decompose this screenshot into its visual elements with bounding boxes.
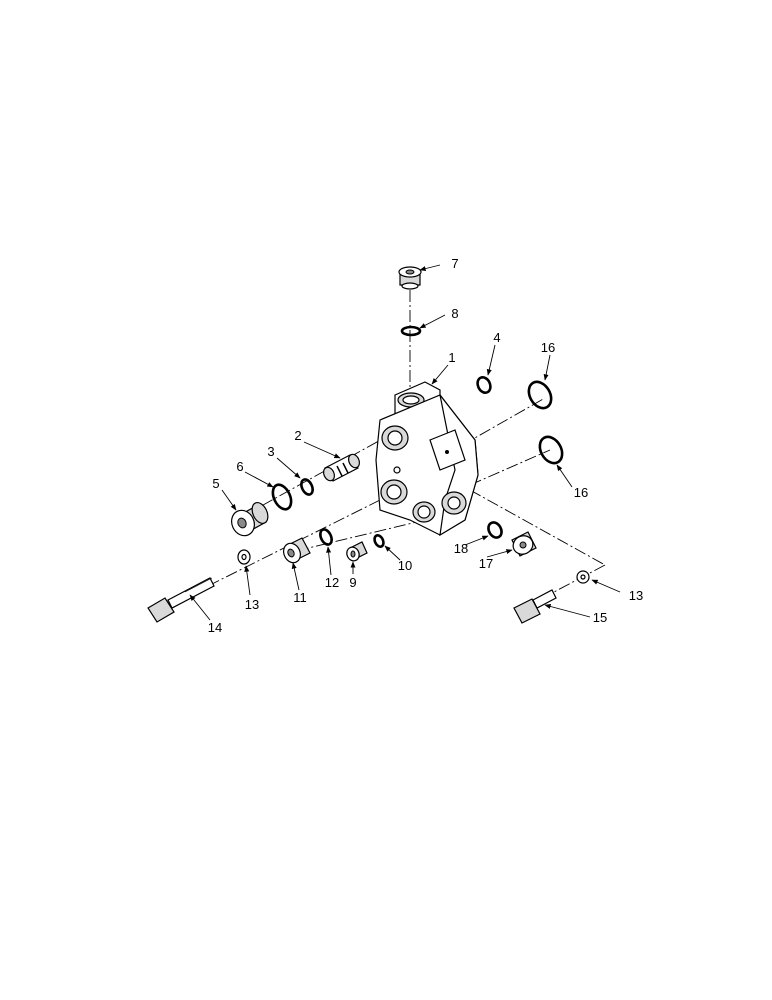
plug-11 [283,537,311,564]
oring-16-upper [527,380,553,410]
oring-3 [300,478,314,496]
valve-housing [375,381,479,537]
callout-11: 11 [293,590,307,605]
callout-12: 12 [325,575,339,590]
callout-8: 8 [451,306,458,321]
callout-7: 7 [451,256,458,271]
callout-2: 2 [294,428,301,443]
oring-18 [487,521,503,539]
callout-13-left: 13 [245,597,259,612]
cartridge-2 [322,453,361,482]
oring-10 [373,534,385,548]
callout-13-right: 13 [629,588,643,603]
callout-6: 6 [236,459,243,474]
oring-4 [476,376,492,394]
plug-9 [346,541,368,562]
oring-12 [319,528,333,546]
callout-labels: 1 2 3 4 5 6 7 8 9 10 11 12 13 13 14 15 1… [208,256,643,635]
callout-16-lower: 16 [574,485,588,500]
leader-lines [189,264,621,621]
callout-14: 14 [208,620,222,635]
callout-4: 4 [493,330,500,345]
callout-17: 17 [479,556,493,571]
callout-3: 3 [267,444,274,459]
plug-7 [398,266,422,290]
bolt-15 [513,589,557,624]
callout-16-upper: 16 [541,340,555,355]
callout-10: 10 [398,558,412,573]
callout-15: 15 [593,610,607,625]
callout-18: 18 [454,541,468,556]
plug-17 [511,531,537,557]
oring-6 [271,483,293,511]
callout-9: 9 [349,575,356,590]
oring-16-lower [538,435,564,465]
bolt-14 [147,577,215,623]
callout-1: 1 [448,350,455,365]
oring-8 [400,325,422,337]
callout-5: 5 [212,476,219,491]
plug-5 [231,502,269,537]
